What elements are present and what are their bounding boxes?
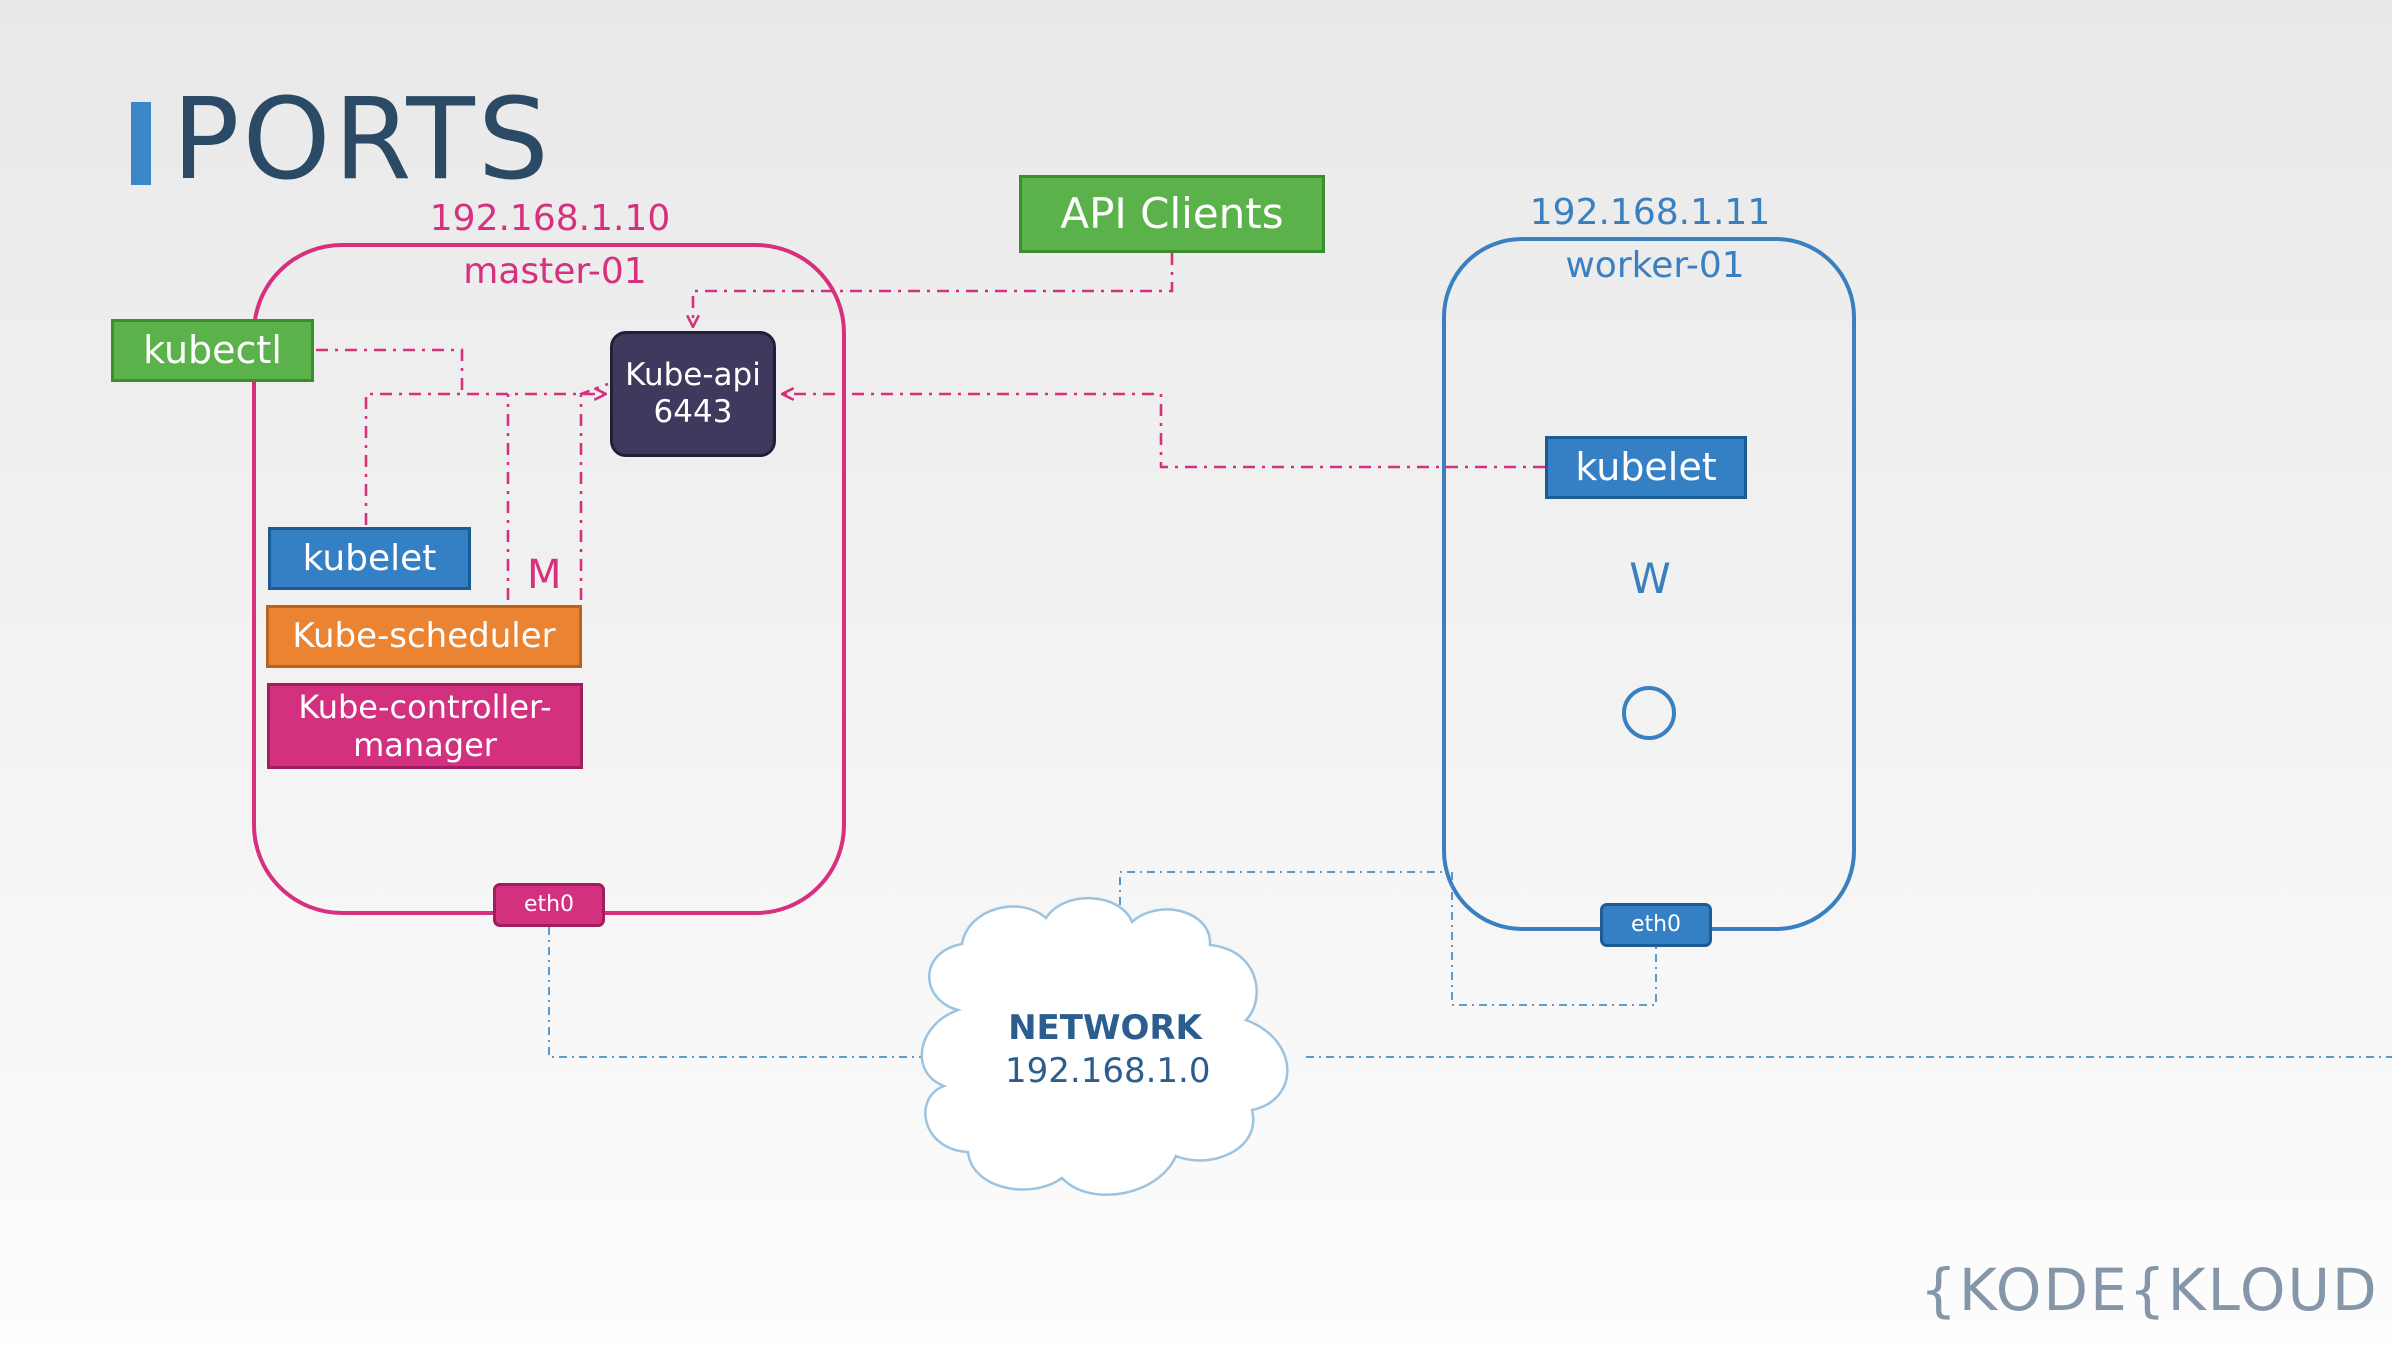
- controller-label-line2: manager: [353, 726, 497, 764]
- master-kubelet-box: kubelet: [268, 527, 471, 590]
- master-name-label: master-01: [463, 251, 647, 292]
- kubectl-connector: [316, 348, 464, 394]
- worker-eth0-interface: eth0: [1600, 903, 1712, 947]
- network-title: NETWORK: [1008, 1008, 1202, 1048]
- kubectl-box: kubectl: [111, 319, 314, 382]
- master-ip-label: 192.168.1.10: [429, 198, 671, 239]
- controller-connector: [579, 382, 609, 600]
- kube-api-port: 6443: [653, 394, 733, 430]
- kubelet-master-connector: [364, 394, 606, 525]
- worker-ip-label: 192.168.1.11: [1529, 192, 1771, 233]
- network-cloud: [920, 897, 1289, 1197]
- network-ip: 192.168.1.0: [1005, 1051, 1211, 1091]
- api-clients-connector: [693, 253, 1174, 327]
- worker-kubelet-box: kubelet: [1545, 436, 1747, 499]
- title-accent-bar: [131, 102, 151, 185]
- master-marker-letter: M: [527, 552, 562, 598]
- kube-scheduler-box: Kube-scheduler: [266, 605, 582, 668]
- kube-controller-manager-box: Kube-controller- manager: [267, 683, 583, 769]
- cloud-to-worker-link: [1119, 871, 1444, 925]
- kodekloud-logo: {KODE{KLOUD: [1920, 1256, 2379, 1324]
- kubelet-worker-connector: [782, 394, 1545, 469]
- api-clients-box: API Clients: [1019, 175, 1325, 253]
- controller-label-line1: Kube-controller-: [298, 687, 552, 726]
- pod-circle-icon: [1622, 686, 1676, 740]
- master-eth0-interface: eth0: [493, 883, 605, 927]
- worker-eth-link: [1451, 872, 1657, 1006]
- kube-api-name: Kube-api: [625, 356, 761, 393]
- master-network-link: [548, 927, 936, 1058]
- kube-api-box: Kube-api 6443: [610, 331, 776, 457]
- worker-marker-letter: W: [1629, 554, 1671, 603]
- slide-title: PORTS: [172, 75, 552, 205]
- worker-name-label: worker-01: [1565, 245, 1745, 286]
